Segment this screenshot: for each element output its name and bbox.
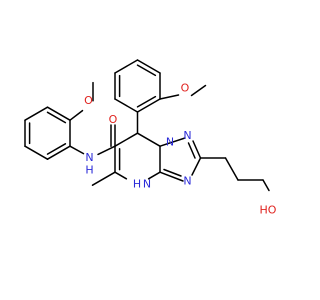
amide-group <box>69 124 139 156</box>
left-anisyl-ring <box>24 106 71 160</box>
atom-h-amide: H <box>85 164 93 177</box>
atom-hydroxyl: HO <box>260 204 277 217</box>
atom-n-triazole-top: N <box>183 129 191 142</box>
atom-n-ring: N <box>143 178 151 191</box>
atom-n-amide: N <box>85 151 93 164</box>
hydroxypropyl-chain <box>199 157 270 192</box>
atom-h-ring: H <box>133 178 141 191</box>
triazole-ring <box>159 137 202 182</box>
molecule-svg: O O N H O N N N N H HO <box>24 59 277 217</box>
methyl-group <box>91 171 116 186</box>
atom-o-left-methoxy: O <box>84 94 93 107</box>
left-methoxy-group <box>69 81 94 121</box>
atom-n-triazole-bottom: N <box>183 175 191 188</box>
molecule-structure-diagram: O O N H O N N N N H HO <box>24 59 277 217</box>
right-anisyl-ring <box>114 59 161 134</box>
atom-n-bridge: N <box>166 136 174 149</box>
atom-o-amide: O <box>109 113 118 126</box>
dihydropyrimidine-ring <box>114 132 161 180</box>
top-methoxy-group <box>159 84 207 100</box>
atom-o-top-methoxy: O <box>181 82 190 95</box>
